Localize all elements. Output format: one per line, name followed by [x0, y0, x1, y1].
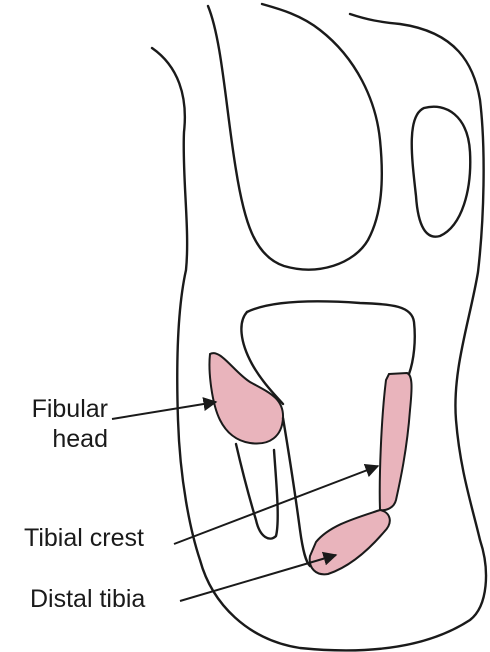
- tibial-crest-label: Tibial crest: [24, 523, 144, 553]
- fibular-head-label-line1: Fibular: [12, 394, 108, 424]
- fibula-shaft-outline: [236, 444, 278, 539]
- inner-tibial-outline: [247, 301, 415, 374]
- fibular-head-label: Fibular head: [12, 394, 108, 454]
- fibular-head-label-line2: head: [12, 424, 108, 454]
- patella-outline: [412, 107, 471, 237]
- distal-tibia-region: [310, 510, 390, 574]
- distal-tibia-label: Distal tibia: [30, 584, 145, 614]
- fibular-head-arrow: [112, 402, 216, 419]
- tibia-shaft-outline: [283, 418, 310, 566]
- knee-condyle-outline: [208, 4, 382, 270]
- tibial-crest-region: [380, 373, 412, 510]
- distal-tibia-arrow: [180, 555, 336, 601]
- fibular-head-region: [209, 353, 283, 443]
